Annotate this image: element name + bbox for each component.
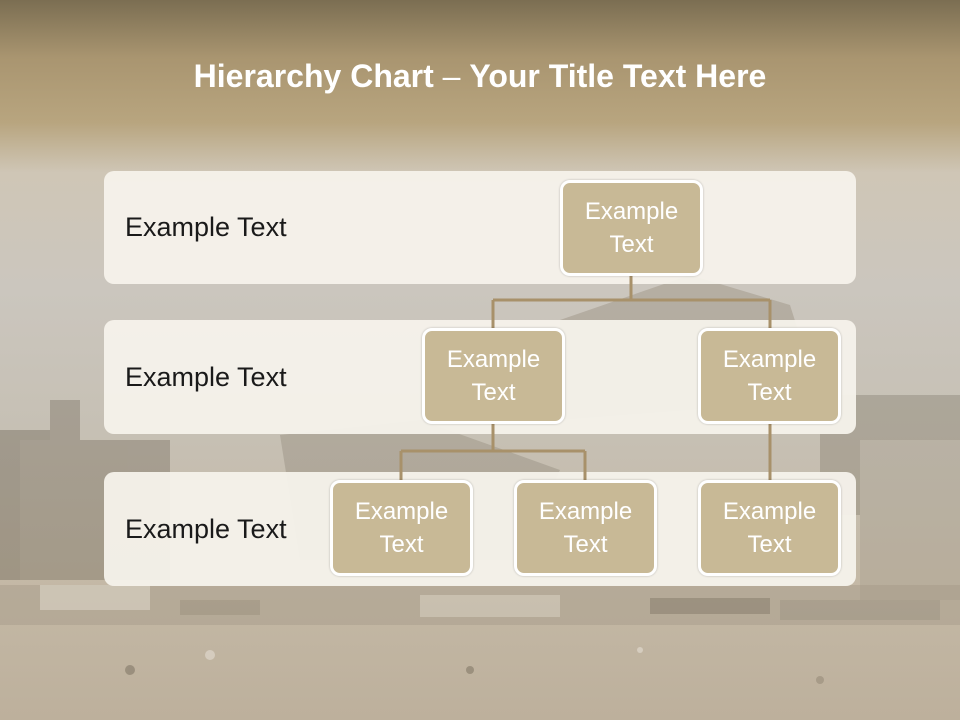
node-root[interactable]: Example Text (560, 180, 703, 276)
level-band-1: Example Text (104, 171, 856, 284)
slide-title: Hierarchy Chart – Your Title Text Here (0, 52, 960, 100)
node-level2-left[interactable]: Example Text (422, 328, 565, 424)
level-2-label[interactable]: Example Text (125, 361, 287, 392)
node-level3-middle[interactable]: Example Text (514, 480, 657, 576)
title-separator: – (433, 58, 470, 94)
title-bold: Hierarchy Chart (193, 58, 434, 94)
connector-left-to-level3 (399, 421, 587, 481)
connector-root-to-level2 (491, 275, 772, 329)
node-level3-left[interactable]: Example Text (330, 480, 473, 576)
title-rest: Your Title Text Here (469, 58, 767, 94)
level-1-label[interactable]: Example Text (125, 212, 287, 242)
node-level2-right[interactable]: Example Text (698, 328, 841, 424)
node-level3-right[interactable]: Example Text (698, 480, 841, 576)
level-3-label[interactable]: Example Text (125, 513, 287, 544)
